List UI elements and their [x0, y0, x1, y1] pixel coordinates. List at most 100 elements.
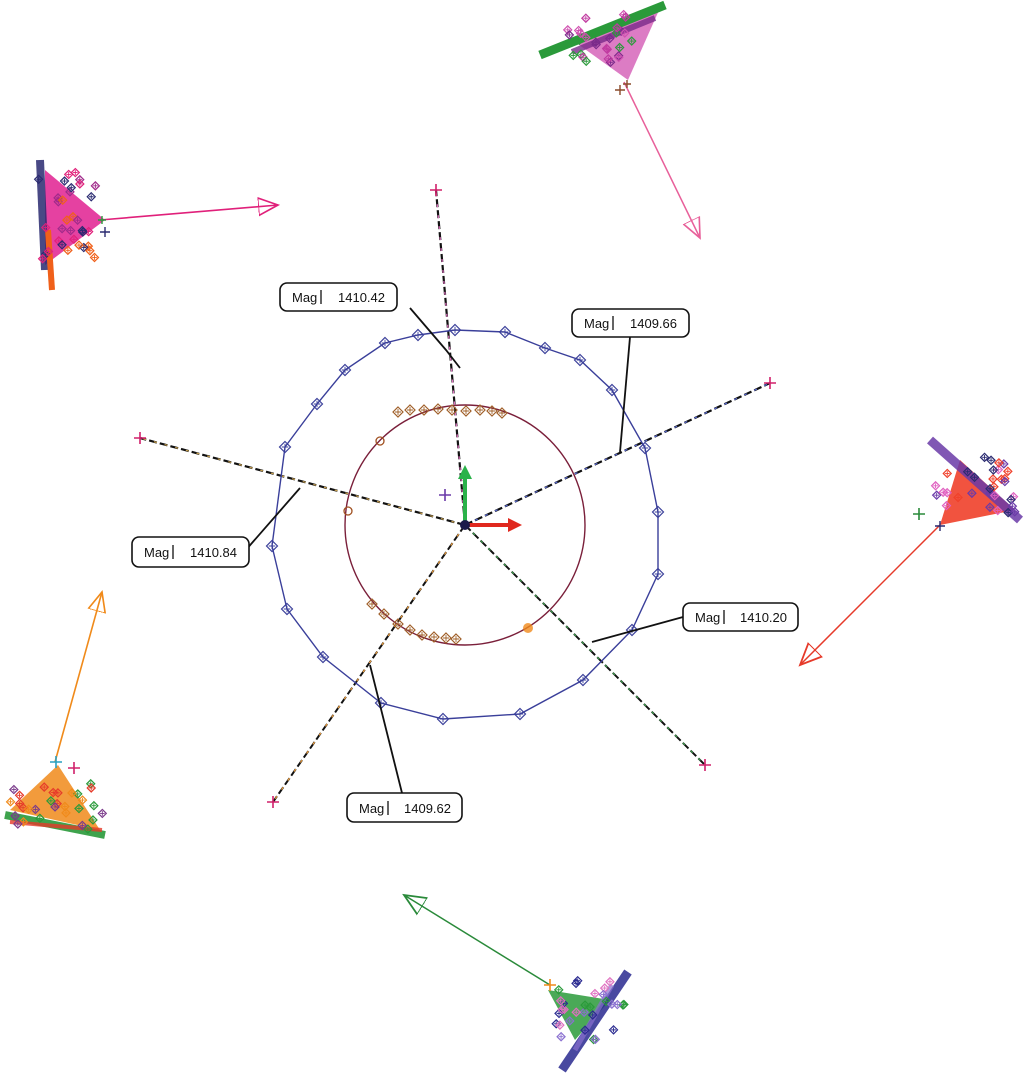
callout-label: Mag [359, 801, 384, 816]
leader-1410-20 [591, 616, 684, 643]
diamond-vertex-icon [985, 502, 995, 513]
diamond-vertex-icon [598, 989, 609, 1000]
cluster-right [800, 436, 1023, 665]
outer-ring-path [271, 329, 659, 720]
plus-marker-icon [439, 489, 451, 501]
spoke-end-markers [134, 184, 776, 808]
diamond-vertex-icon [562, 25, 573, 35]
diamond-vertex-icon [411, 328, 425, 342]
diamond-vertex-icon [40, 222, 51, 233]
diamond-vertex-icon [50, 802, 60, 812]
diamond-vertex-icon [564, 30, 575, 40]
callout-leaders [244, 307, 684, 794]
spoke-east-color [464, 382, 771, 526]
diamond-vertex-icon [988, 474, 998, 484]
diamond-vertex-icon [604, 33, 615, 44]
diamond-vertex-icon [564, 1016, 575, 1026]
callout-value: 1409.62 [404, 801, 451, 816]
diamond-vertex-icon [574, 35, 585, 45]
diamond-vertex-icon [33, 174, 44, 185]
diamond-vertex-icon [591, 37, 601, 48]
diamond-vertex-icon [620, 12, 631, 22]
leader-1410-42 [409, 307, 461, 369]
callout-1410-42: Mag 1410.42 [279, 282, 398, 312]
spoke-west-color [139, 437, 466, 526]
diamond-vertex-icon [97, 808, 108, 819]
diamond-vertex-icon [18, 817, 29, 827]
diamond-vertex-icon [474, 404, 486, 416]
diamond-vertex-icon [1000, 476, 1010, 487]
diamond-vertex-icon [57, 223, 67, 234]
diamond-vertex-icon [14, 798, 25, 809]
plus-marker-icon [100, 227, 110, 237]
radial-spokes [139, 189, 771, 803]
diamond-vertex-icon [63, 245, 73, 256]
diamond-vertex-icon [378, 336, 392, 350]
diamond-vertex-icon [590, 988, 600, 999]
diamond-vertex-icon [53, 193, 63, 203]
diamond-vertex-icon [626, 36, 637, 46]
leader-1410-84 [244, 487, 301, 552]
diamond-vertex-icon [638, 441, 652, 455]
plus-marker-icon [50, 756, 62, 768]
diamond-vertex-icon [619, 999, 629, 1010]
diamond-vertex-icon [392, 618, 404, 630]
leader-1409-62 [369, 664, 403, 794]
diamond-vertex-icon [448, 323, 462, 337]
plus-marker-icon [98, 216, 106, 224]
diamond-vertex-icon [979, 452, 990, 463]
diamond-vertex-icon [35, 813, 45, 824]
diamond-vertex-icon [416, 629, 428, 641]
diamond-vertex-icon [1009, 506, 1020, 517]
diamond-vertex-icon [72, 215, 83, 225]
cluster-left-bottom [4, 592, 108, 839]
diamond-vertex-icon [575, 28, 586, 39]
cluster-top [538, 0, 700, 238]
outer-ring [265, 323, 665, 726]
diamond-vertex-icon [57, 239, 67, 250]
diamond-vertex-icon [602, 44, 613, 55]
diamond-vertex-icon [587, 1010, 598, 1020]
diamond-vertex-icon [30, 804, 41, 815]
diamond-vertex-icon [554, 1008, 564, 1019]
spoke-west [139, 436, 466, 527]
diamond-vertex-icon [10, 811, 20, 821]
diamond-vertex-icon [77, 795, 88, 805]
diamond-vertex-icon [265, 539, 279, 553]
inner-arc-bottom-vertices [366, 598, 462, 645]
diamond-vertex-icon [43, 246, 54, 257]
diamond-vertex-icon [418, 404, 430, 416]
diamond-vertex-icon [571, 1007, 582, 1018]
diamond-vertex-icon [83, 824, 93, 834]
spoke-east [464, 382, 771, 526]
diamond-vertex-icon [90, 181, 101, 191]
diamond-vertex-icon [57, 195, 68, 206]
diamond-vertex-icon [77, 227, 88, 237]
cluster-top-band-purple [570, 15, 657, 55]
callout-value: 1410.42 [338, 290, 385, 305]
callout-value: 1410.20 [740, 610, 787, 625]
diamond-vertex-icon [67, 788, 77, 798]
diamond-vertex-icon [74, 803, 84, 814]
diamond-vertex-icon [496, 407, 508, 419]
diamond-vertex-icon [446, 404, 458, 416]
inner-highlight-dot [523, 623, 533, 633]
diamond-vertex-icon [614, 42, 625, 53]
cluster-left-top-band-orange [45, 229, 55, 291]
plus-marker-icon [913, 508, 925, 520]
diamond-vertex-icon [63, 169, 74, 180]
diamond-vertex-icon [74, 179, 85, 189]
diamond-vertex-icon [86, 191, 97, 202]
cluster-left-top-fill [45, 170, 105, 265]
diamond-vertex-icon [366, 598, 378, 610]
vector-left-bottom [54, 592, 102, 763]
diamond-vertex-icon [66, 182, 77, 193]
diamond-vertex-icon [568, 50, 579, 61]
diamond-vertex-icon [553, 985, 564, 995]
diamond-vertex-icon [53, 788, 63, 798]
diamond-vertex-icon [986, 455, 996, 466]
diamond-vertex-icon [573, 353, 587, 367]
diamond-vertex-icon [310, 397, 324, 411]
diamond-vertex-icon [513, 707, 527, 721]
cluster-bottom [404, 895, 632, 1073]
